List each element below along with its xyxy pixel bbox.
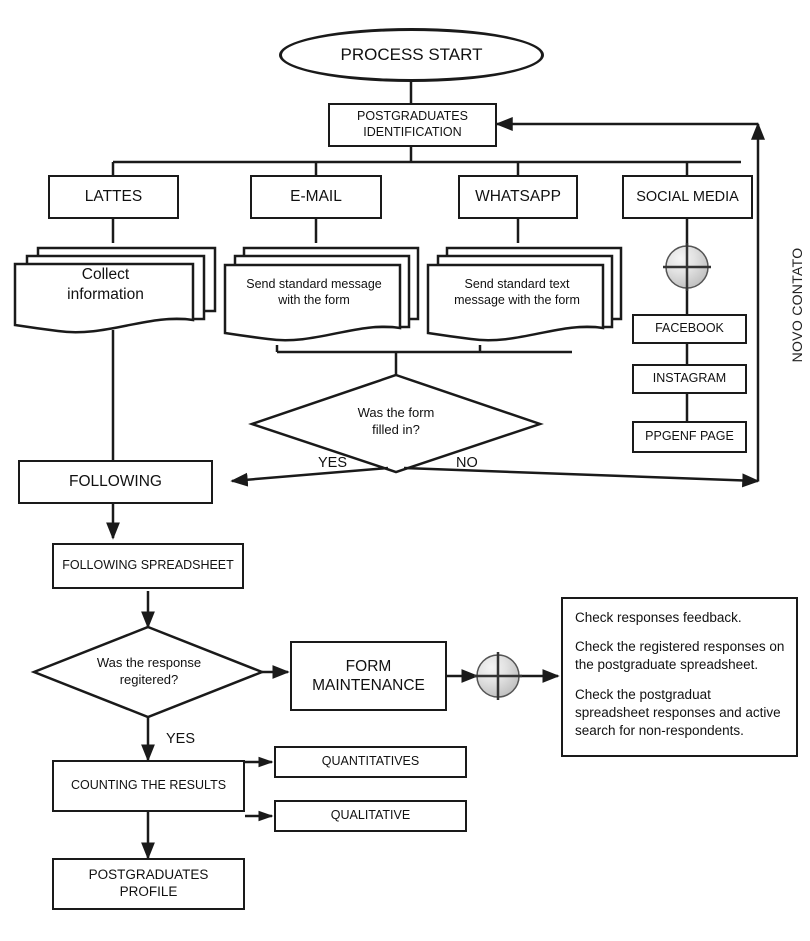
document-stack-send-standard-message: Send standard message with the form — [222, 243, 422, 348]
note-line-1: Check responses feedback. — [575, 610, 742, 625]
node-facebook[interactable]: FACEBOOK — [632, 314, 747, 344]
node-decision-form-filled: Was the form filled in? — [336, 405, 456, 439]
node-decision-response-registered: Was the response regitered? — [88, 655, 210, 689]
node-label-facebook: FACEBOOK — [655, 321, 724, 336]
note-box-checks: Check responses feedback. Check the regi… — [561, 597, 798, 757]
note-line-2: Check the registered responses on the po… — [575, 639, 785, 673]
decision-label-form-filled-line2: filled in? — [372, 421, 420, 437]
node-label-identification-line1: POSTGRADUATES — [357, 109, 468, 124]
node-postgraduates-profile[interactable]: POSTGRADUATES PROFILE — [52, 858, 245, 910]
node-email[interactable]: E-MAIL — [250, 175, 382, 219]
node-form-maintenance[interactable]: FORM MAINTENANCE — [290, 641, 447, 711]
decision-label-response-line1: Was the response — [96, 655, 202, 670]
document-stack-send-standard-text: Send standard text message with the form — [425, 243, 625, 348]
node-instagram[interactable]: INSTAGRAM — [632, 364, 747, 394]
node-quantitatives[interactable]: QUANTITATIVES — [274, 746, 467, 778]
node-label-process-start: PROCESS START — [340, 45, 483, 65]
node-label-counting-the-results: COUNTING THE RESULTS — [70, 778, 227, 793]
document-label-send-standard-message: Send standard message with the form — [246, 277, 382, 308]
document-label-send-standard-text: Send standard text message with the form — [454, 277, 580, 308]
node-label-ppgenf-page: PPGENF PAGE — [645, 429, 734, 444]
node-label-social-media: SOCIAL MEDIA — [636, 188, 739, 205]
node-label-following: FOLLOWING — [68, 473, 162, 491]
node-lattes[interactable]: LATTES — [48, 175, 179, 219]
node-label-profile-line1: POSTGRADUATES — [88, 867, 209, 883]
node-following[interactable]: FOLLOWING — [18, 460, 213, 504]
note-line-3: Check the postgraduat spreadsheet respon… — [575, 686, 781, 739]
node-postgraduates-identification[interactable]: POSTGRADUATES IDENTIFICATION — [328, 103, 497, 147]
node-label-email: E-MAIL — [290, 188, 342, 206]
node-label-form-maintenance-line2: MAINTENANCE — [312, 677, 425, 694]
node-following-spreadsheet[interactable]: FOLLOWING SPREADSHEET — [52, 543, 244, 589]
node-ppgenf-page[interactable]: PPGENF PAGE — [632, 421, 747, 453]
node-process-start[interactable]: PROCESS START — [279, 28, 544, 82]
node-social-media[interactable]: SOCIAL MEDIA — [622, 175, 753, 219]
node-label-form-maintenance-line1: FORM — [345, 657, 392, 675]
edge-label-no-form-filled: NO — [456, 455, 478, 471]
decision-label-response-line2: regitered? — [119, 671, 179, 687]
node-label-following-spreadsheet: FOLLOWING SPREADSHEET — [62, 558, 234, 573]
node-qualitative[interactable]: QUALITATIVE — [274, 800, 467, 832]
document-stack-collect-information: Collect information — [10, 243, 220, 338]
decision-label-form-filled-line1: Was the form — [357, 405, 435, 420]
node-whatsapp[interactable]: WHATSAPP — [458, 175, 578, 219]
edge-label-yes-form-filled: YES — [318, 455, 348, 471]
edge-label-yes-response: YES — [166, 731, 196, 747]
node-label-quantitatives: QUANTITATIVES — [321, 754, 420, 769]
node-counting-the-results[interactable]: COUNTING THE RESULTS — [52, 760, 245, 812]
edge-label-novo-contato: NOVO CONTATO — [789, 247, 805, 363]
node-label-instagram: INSTAGRAM — [652, 371, 727, 386]
node-label-identification-line2: IDENTIFICATION — [363, 125, 462, 139]
document-label-collect-information: Collect information — [67, 266, 144, 304]
node-label-whatsapp: WHATSAPP — [475, 188, 561, 206]
node-label-profile-line2: PROFILE — [119, 884, 178, 899]
node-label-qualitative: QUALITATIVE — [330, 808, 411, 823]
node-label-lattes: LATTES — [84, 188, 143, 206]
